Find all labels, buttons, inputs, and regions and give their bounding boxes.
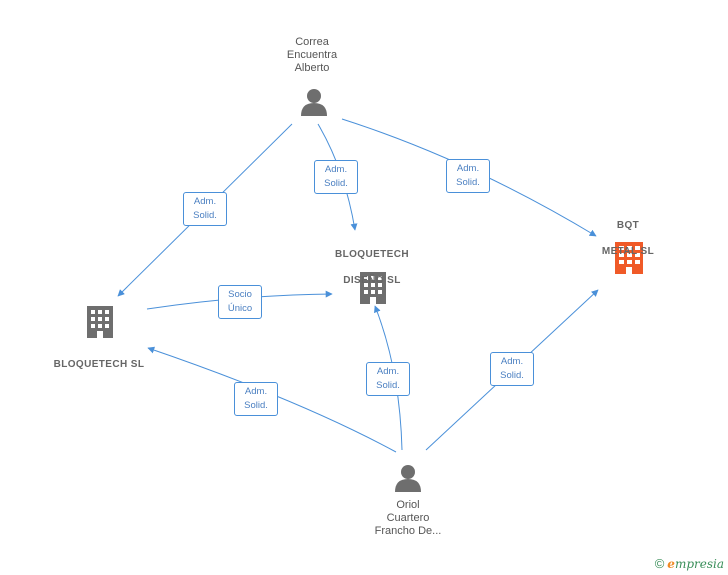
- person-icon[interactable]: [301, 89, 327, 116]
- company-label-bloquetech-diseno[interactable]: BLOQUETECH DISEÑO SL: [320, 235, 424, 300]
- edge-label-line: Adm.: [193, 196, 217, 207]
- copyright-symbol: ©: [654, 556, 665, 571]
- company-label-bloquetech[interactable]: BLOQUETECH SL: [44, 345, 154, 384]
- label-line: Oriol: [396, 499, 420, 511]
- edge-label-line: Adm.: [376, 366, 400, 377]
- label-line: DISEÑO SL: [343, 275, 401, 286]
- label-line: METAL SL: [601, 246, 655, 257]
- edge-label-correa-bloquetech[interactable]: Adm. Solid.: [183, 192, 227, 226]
- edge-label-line: Único: [227, 303, 253, 314]
- edge-label-line: Adm.: [324, 164, 348, 175]
- edge-label-line: Adm.: [500, 356, 524, 367]
- building-icon[interactable]: [360, 272, 386, 304]
- edge-label-line: Solid.: [500, 370, 524, 381]
- label-line: Alberto: [294, 62, 330, 74]
- edge-label-bloquetech-bloquetech-diseno[interactable]: Socio Único: [218, 285, 262, 319]
- company-label-bqt-metal[interactable]: BQT METAL SL: [584, 206, 672, 271]
- edge-label-line: Solid.: [324, 178, 348, 189]
- edge-label-line: Socio: [228, 289, 252, 300]
- label-line: Francho De...: [374, 525, 442, 537]
- building-icon-highlight[interactable]: [615, 242, 643, 274]
- brand-name: mpresia: [674, 557, 724, 571]
- person-icon[interactable]: [395, 465, 421, 492]
- label-line: Cuartero: [386, 512, 430, 524]
- label-line: BLOQUETECH SL: [53, 359, 145, 370]
- edge-label-line: Solid.: [244, 400, 268, 411]
- edge-label-correa-bloquetech-diseno[interactable]: Adm. Solid.: [314, 160, 358, 194]
- label-line: Correa: [295, 36, 329, 48]
- person-label-oriol[interactable]: Oriol Cuartero Francho De...: [356, 499, 460, 538]
- edge-label-oriol-bloquetech[interactable]: Adm. Solid.: [234, 382, 278, 416]
- edge-label-line: Solid.: [376, 380, 400, 391]
- building-icon[interactable]: [87, 306, 113, 338]
- edge-label-line: Solid.: [456, 177, 480, 188]
- edge-label-line: Adm.: [244, 386, 268, 397]
- edge-oriol-bloquetech: [147, 346, 397, 453]
- edge-label-line: Solid.: [193, 210, 217, 221]
- edge-label-correa-bqt-metal[interactable]: Adm. Solid.: [446, 159, 490, 193]
- edge-label-line: Adm.: [456, 163, 480, 174]
- label-line: BLOQUETECH: [335, 249, 409, 260]
- brand-logo: ©empresia: [655, 556, 724, 571]
- label-line: Encuentra: [286, 49, 338, 61]
- brand-initial: e: [667, 557, 675, 571]
- edge-label-oriol-bloquetech-diseno[interactable]: Adm. Solid.: [366, 362, 410, 396]
- label-line: BQT: [616, 220, 640, 231]
- person-label-correa[interactable]: Correa Encuentra Alberto: [262, 36, 362, 75]
- edge-label-oriol-bqt-metal[interactable]: Adm. Solid.: [490, 352, 534, 386]
